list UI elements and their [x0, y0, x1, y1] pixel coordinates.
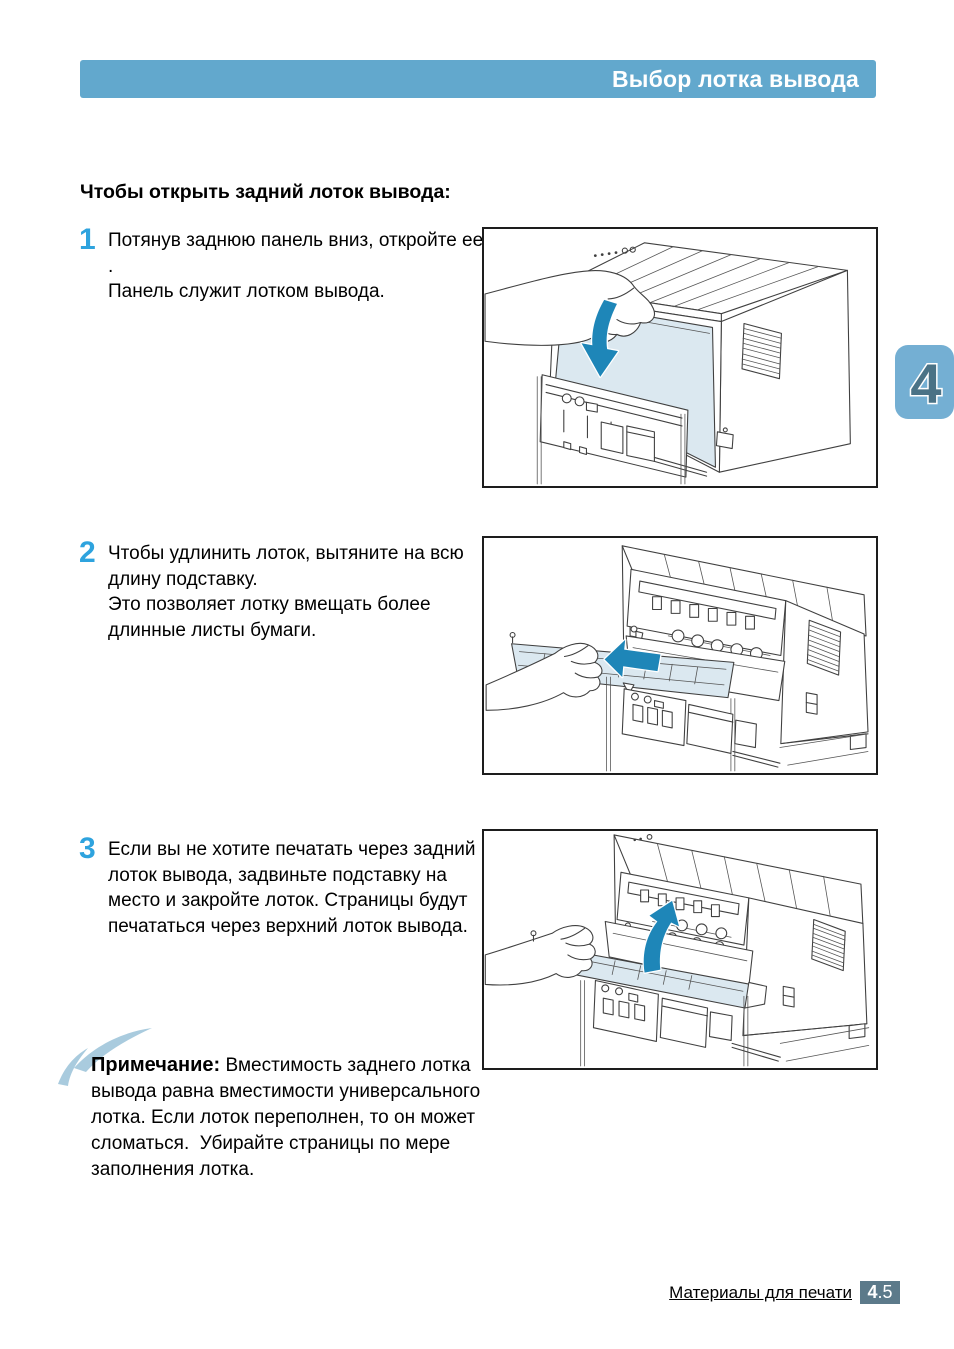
vent-grille: [811, 918, 846, 972]
lid-louvers: [577, 246, 820, 311]
page-number-badge: 4.5: [860, 1281, 900, 1304]
lower-mechanism: [621, 688, 869, 768]
page-footer: Материалы для печати 4.5: [669, 1281, 900, 1304]
stand-lines: [536, 376, 686, 485]
control-lights: [633, 833, 653, 842]
chapter-number-icon: 4: [895, 345, 954, 419]
note-label: Примечание:: [91, 1054, 221, 1076]
footer-section-title: Материалы для печати: [669, 1282, 852, 1302]
arrow-up-icon: [642, 899, 681, 974]
arrow-left-icon: [603, 638, 662, 679]
note-swoosh-icon: [56, 1026, 156, 1088]
vent-grille: [806, 619, 842, 676]
figure-step-3: [482, 829, 878, 1070]
step-3-number: 3: [79, 832, 96, 865]
svg-text:4: 4: [910, 352, 941, 415]
step-2-text: Чтобы удлинить лоток, вытяните на всю дл…: [108, 543, 464, 641]
step-3-text: Если вы не хотите печатать через задний …: [108, 839, 476, 937]
lower-mechanism: [536, 374, 708, 485]
hand-graphic: [484, 270, 655, 346]
step-1-text: Потянув заднюю панель вниз, откройте ее …: [108, 230, 484, 303]
page-number-chapter: 4: [867, 1282, 878, 1302]
chapter-tab: 4: [895, 345, 954, 419]
note-text: Вместимость заднего лотка вывода равна в…: [91, 1055, 481, 1180]
page-header-bar: Выбор лотка вывода: [80, 60, 876, 98]
figure-step-2: [482, 536, 878, 775]
printer-rear-panel-illustration: [484, 242, 851, 485]
note-block: Примечание: Вместимость заднего лотка вы…: [91, 1052, 483, 1183]
hand-graphic: [485, 631, 603, 711]
step-2-number: 2: [79, 536, 96, 569]
figure-step-1: [482, 227, 878, 488]
lid-louvers: [656, 843, 831, 918]
fuser-tabs: [652, 596, 755, 630]
fuser-tabs: [640, 889, 720, 918]
arrow-down-icon: [580, 298, 620, 378]
page-header-title: Выбор лотка вывода: [611, 66, 859, 92]
lower-mechanism: [592, 979, 870, 1062]
section-heading: Чтобы открыть задний лоток вывода:: [80, 181, 451, 203]
step-1-number: 1: [79, 223, 96, 256]
control-lights: [593, 246, 636, 257]
stand-lines: [580, 980, 749, 1067]
printer-tray-extend-illustration: [485, 545, 869, 772]
page-number-decimal: .5: [877, 1282, 893, 1302]
printer-outline: [604, 833, 868, 1040]
printer-tray-close-illustration: [484, 833, 870, 1067]
vent-grille: [741, 322, 782, 380]
hand-graphic: [484, 925, 596, 986]
